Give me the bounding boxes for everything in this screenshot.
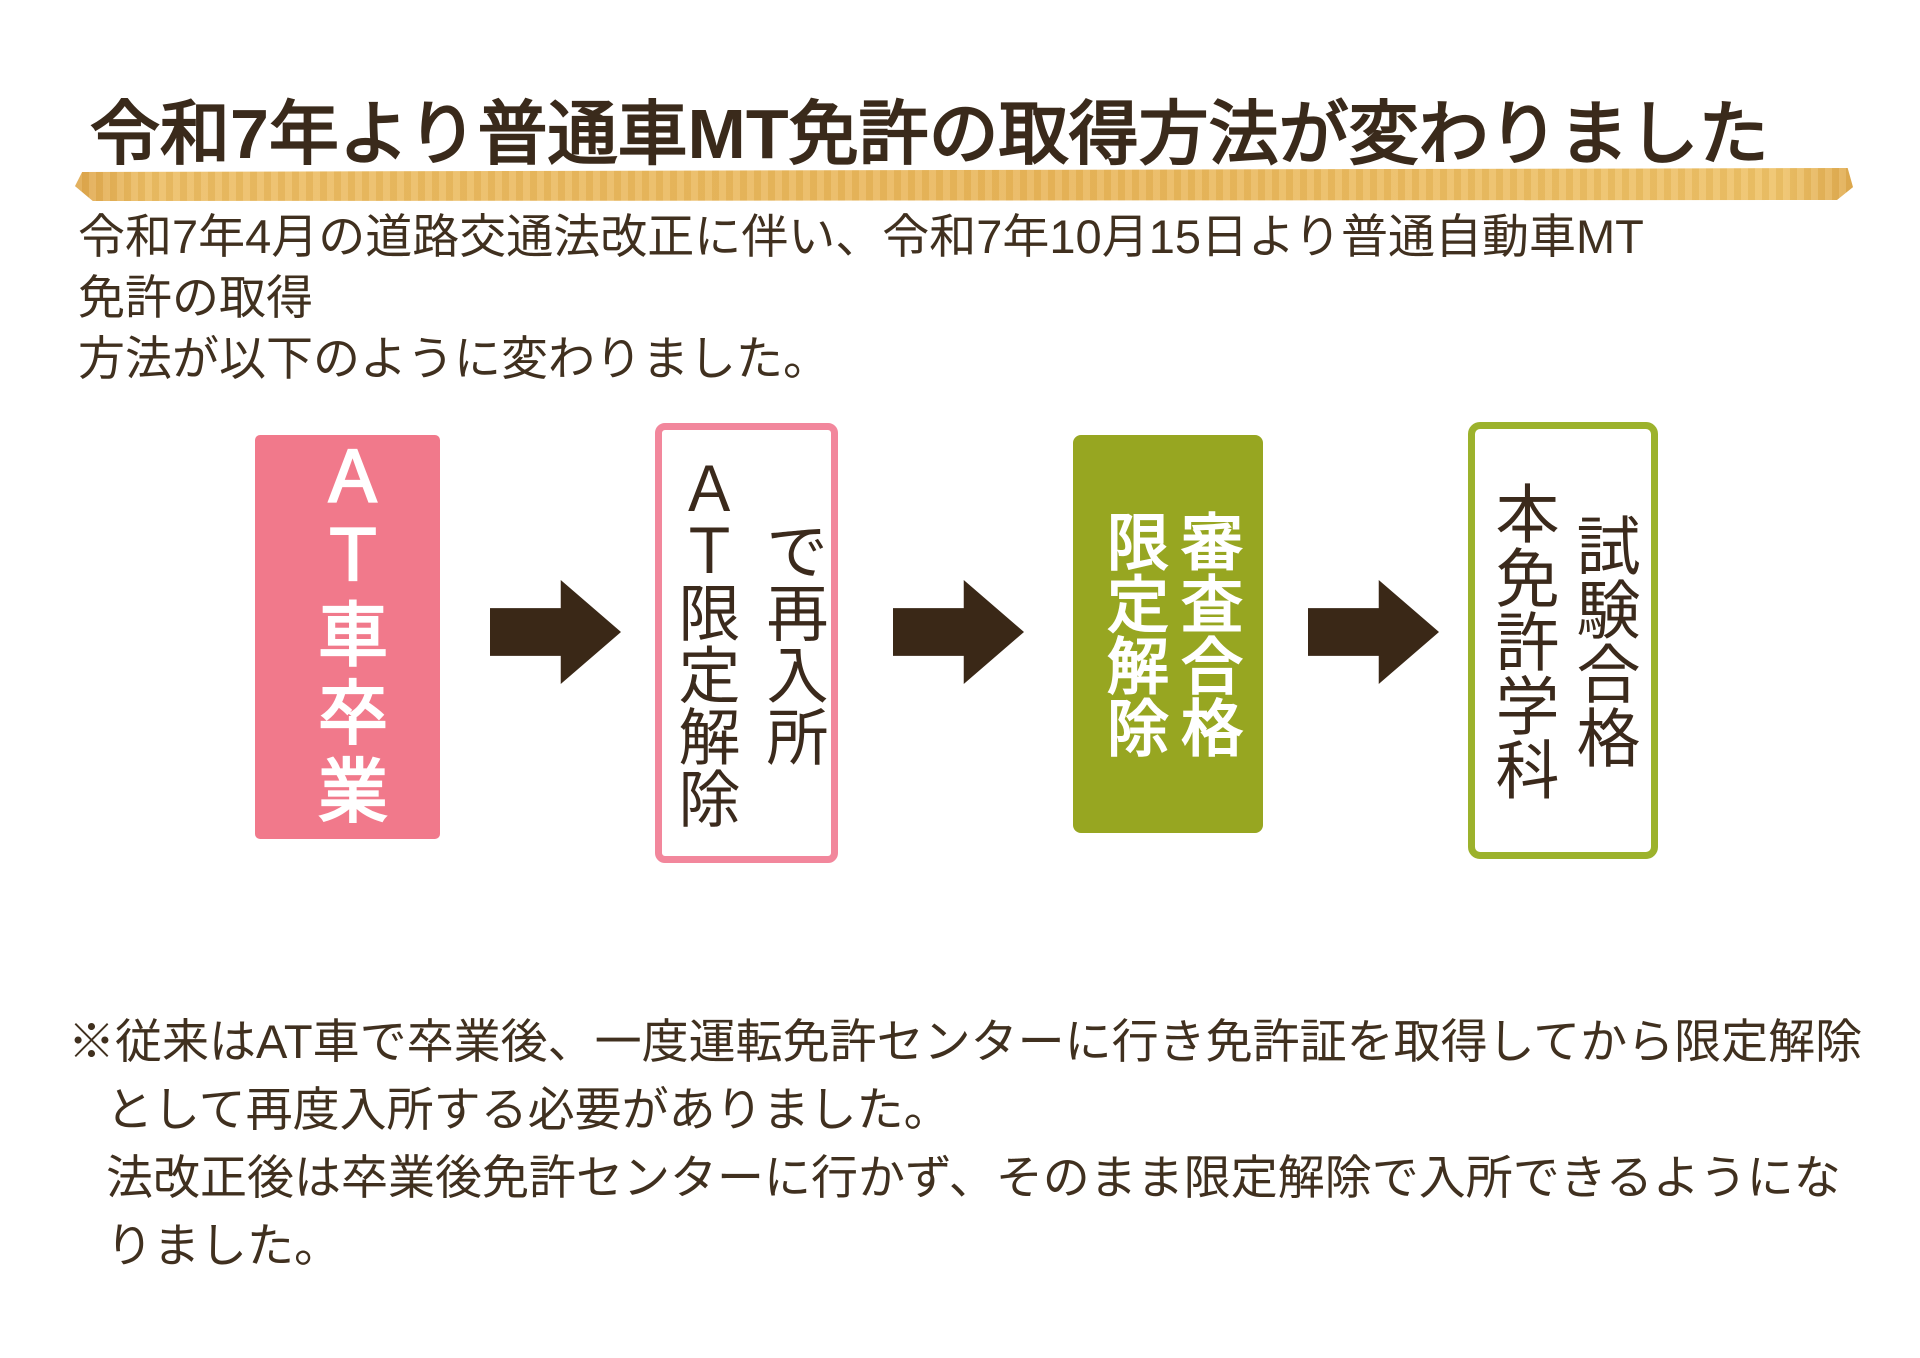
flow-step-exam-pass: 本免許学科 試験合格	[1468, 422, 1658, 859]
flow-step-reentry-limited-release: ＡＴ限定解除 で再入所	[655, 423, 838, 863]
arrow-right-icon	[1308, 580, 1439, 684]
flow-step-label: 試験合格	[1567, 512, 1640, 769]
intro-text: 令和7年4月の道路交通法改正に伴い、令和7年10月15日より普通自動車MT免許の…	[78, 210, 1644, 386]
footnote-text: ※従来はAT車で卒業後、一度運転免許センターに行き免許証を取得してから限定解除 …	[68, 1015, 1863, 1273]
flow-step-label: で再入所	[756, 519, 826, 767]
flow-step-label: ＡＴ限定解除	[668, 457, 738, 829]
flow-step-label: 限定解除	[1097, 510, 1166, 758]
flow-step-label: ＡＴ車卒業	[308, 441, 387, 833]
title-highlight-bar	[75, 168, 1853, 201]
flow-step-at-graduation: ＡＴ車卒業	[255, 435, 440, 839]
arrow-right-icon	[893, 580, 1024, 684]
flow-step-label: 審査合格	[1171, 510, 1240, 758]
page-title: 令和7年より普通車MT免許の取得方法が変わりました	[90, 95, 1769, 173]
flow-step-review-pass: 限定解除 審査合格	[1073, 435, 1263, 833]
flow-step-label: 本免許学科	[1486, 480, 1559, 801]
arrow-right-icon	[490, 580, 621, 684]
